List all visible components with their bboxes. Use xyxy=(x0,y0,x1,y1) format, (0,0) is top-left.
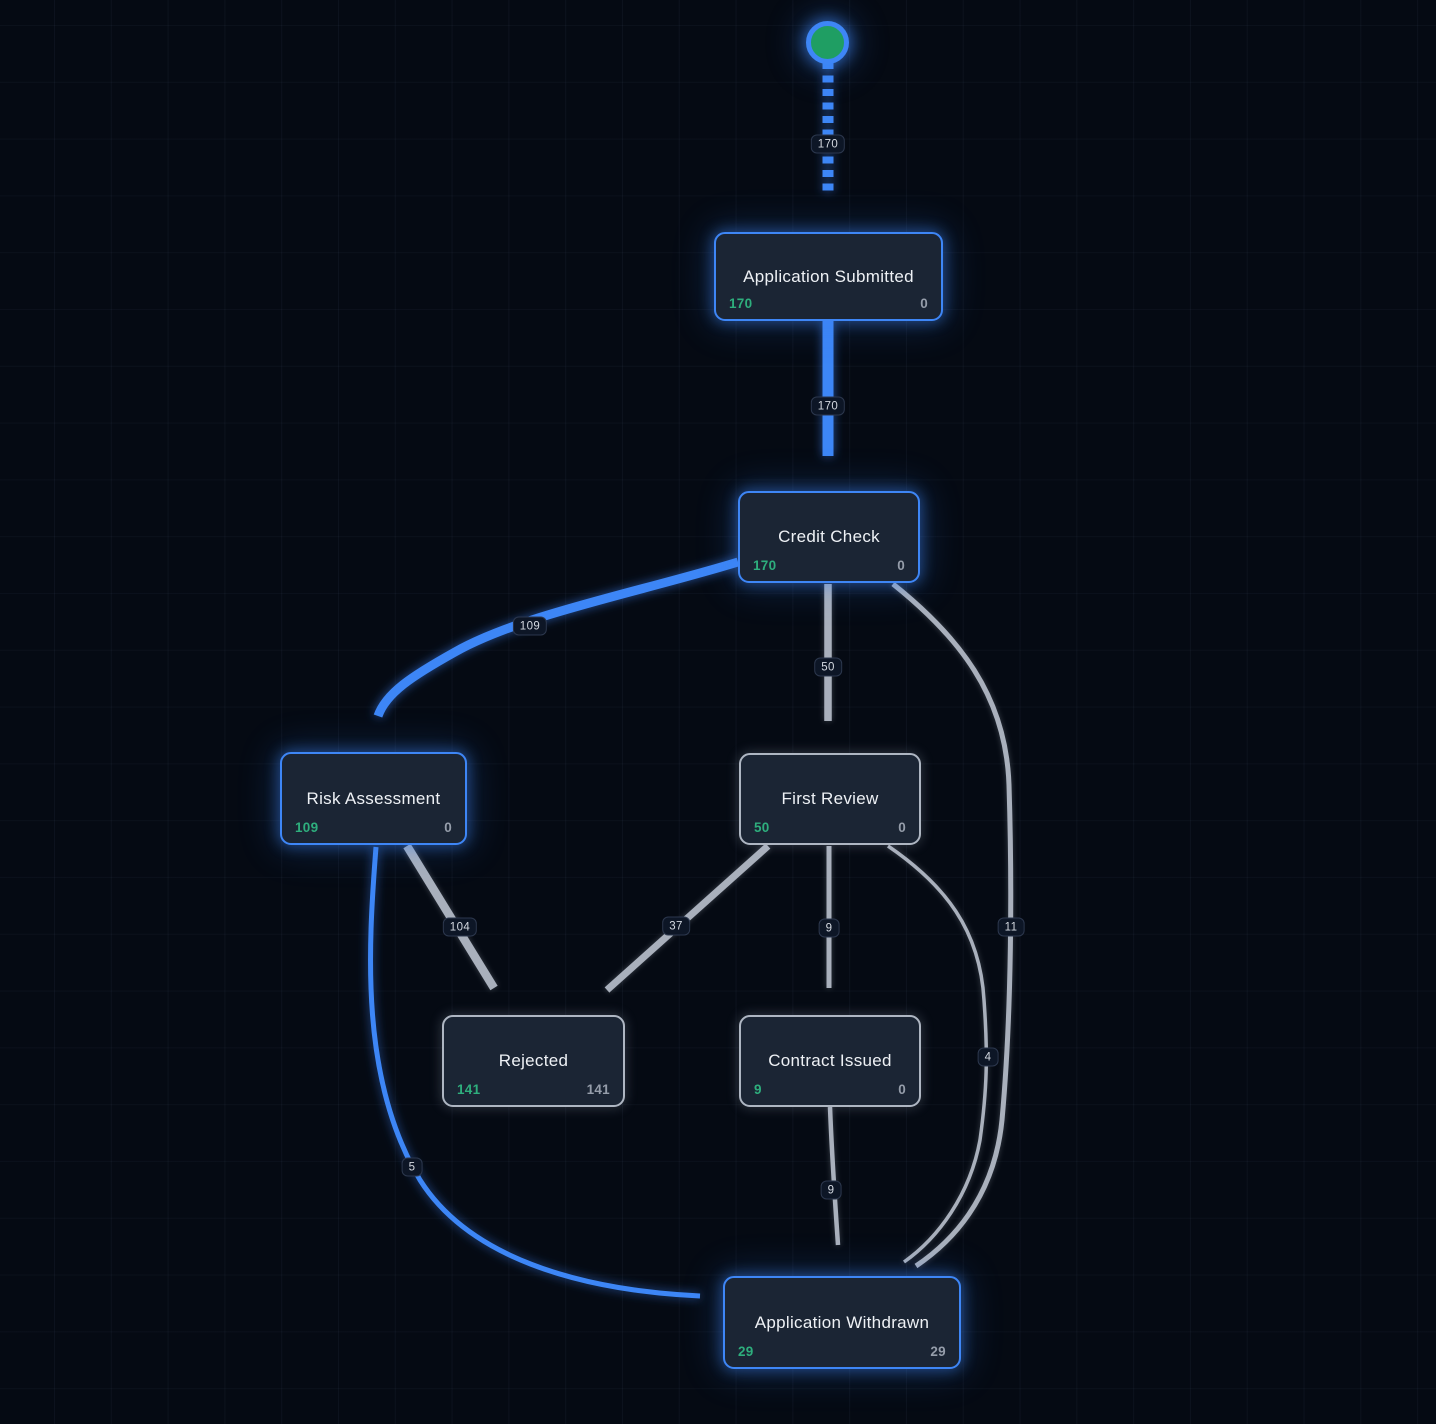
node-count-left: 29 xyxy=(738,1344,754,1359)
node-credit-check[interactable]: Credit Check 170 0 xyxy=(738,491,920,583)
node-title: First Review xyxy=(781,789,879,808)
edge-count-badge: 50 xyxy=(814,657,842,677)
edge-count-badge: 4 xyxy=(977,1047,999,1067)
edge-count-badge: 11 xyxy=(997,917,1025,937)
node-count-left: 9 xyxy=(754,1082,762,1097)
edge-count-badge: 9 xyxy=(820,1180,842,1200)
node-counts: 170 0 xyxy=(716,296,941,319)
node-application-submitted[interactable]: Application Submitted 170 0 xyxy=(714,232,943,321)
node-counts: 141 141 xyxy=(444,1082,623,1105)
node-count-left: 109 xyxy=(295,820,319,835)
node-rejected[interactable]: Rejected 141 141 xyxy=(442,1015,625,1107)
node-count-right: 0 xyxy=(898,1082,906,1097)
node-application-withdrawn[interactable]: Application Withdrawn 29 29 xyxy=(723,1276,961,1369)
node-count-right: 0 xyxy=(920,296,928,311)
node-count-right: 0 xyxy=(444,820,452,835)
node-risk-assessment[interactable]: Risk Assessment 109 0 xyxy=(280,752,467,845)
node-title: Application Submitted xyxy=(743,266,914,286)
node-counts: 50 0 xyxy=(741,820,919,843)
node-title: Credit Check xyxy=(778,527,880,546)
edge-count-badge: 5 xyxy=(401,1157,423,1177)
node-count-right: 0 xyxy=(898,820,906,835)
edge-count-badge: 170 xyxy=(810,134,846,154)
node-first-review[interactable]: First Review 50 0 xyxy=(739,753,921,845)
edge-credit-check-to-application-withdrawn[interactable] xyxy=(891,582,1014,1269)
edge-contract-issued-to-application-withdrawn[interactable] xyxy=(827,1106,841,1246)
node-title: Rejected xyxy=(498,1051,569,1070)
edge-count-badge: 109 xyxy=(512,616,548,636)
edge-count-badge: 37 xyxy=(662,916,690,936)
edge-risk-assessment-to-rejected[interactable] xyxy=(403,843,498,991)
node-count-left: 141 xyxy=(457,1082,481,1097)
edge-count-badge: 9 xyxy=(818,918,840,938)
edge-count-badge: 104 xyxy=(442,917,478,937)
node-count-left: 170 xyxy=(729,296,753,311)
node-count-left: 50 xyxy=(754,820,770,835)
node-count-right: 0 xyxy=(897,558,905,573)
node-contract-issued[interactable]: Contract Issued 9 0 xyxy=(739,1015,921,1107)
node-counts: 29 29 xyxy=(725,1344,959,1367)
node-count-right: 141 xyxy=(586,1082,610,1097)
node-title: Application Withdrawn xyxy=(754,1312,930,1332)
edge-risk-assessment-to-application-withdrawn[interactable] xyxy=(368,846,701,1299)
start-node[interactable] xyxy=(806,21,849,64)
node-counts: 170 0 xyxy=(740,558,918,581)
node-title: Contract Issued xyxy=(768,1051,892,1070)
node-title: Risk Assessment xyxy=(306,788,441,808)
node-counts: 9 0 xyxy=(741,1082,919,1105)
node-count-right: 29 xyxy=(930,1344,946,1359)
node-counts: 109 0 xyxy=(282,820,465,843)
edge-credit-check-to-risk-assessment[interactable] xyxy=(373,557,740,718)
node-count-left: 170 xyxy=(753,558,777,573)
edge-count-badge: 170 xyxy=(810,396,846,416)
